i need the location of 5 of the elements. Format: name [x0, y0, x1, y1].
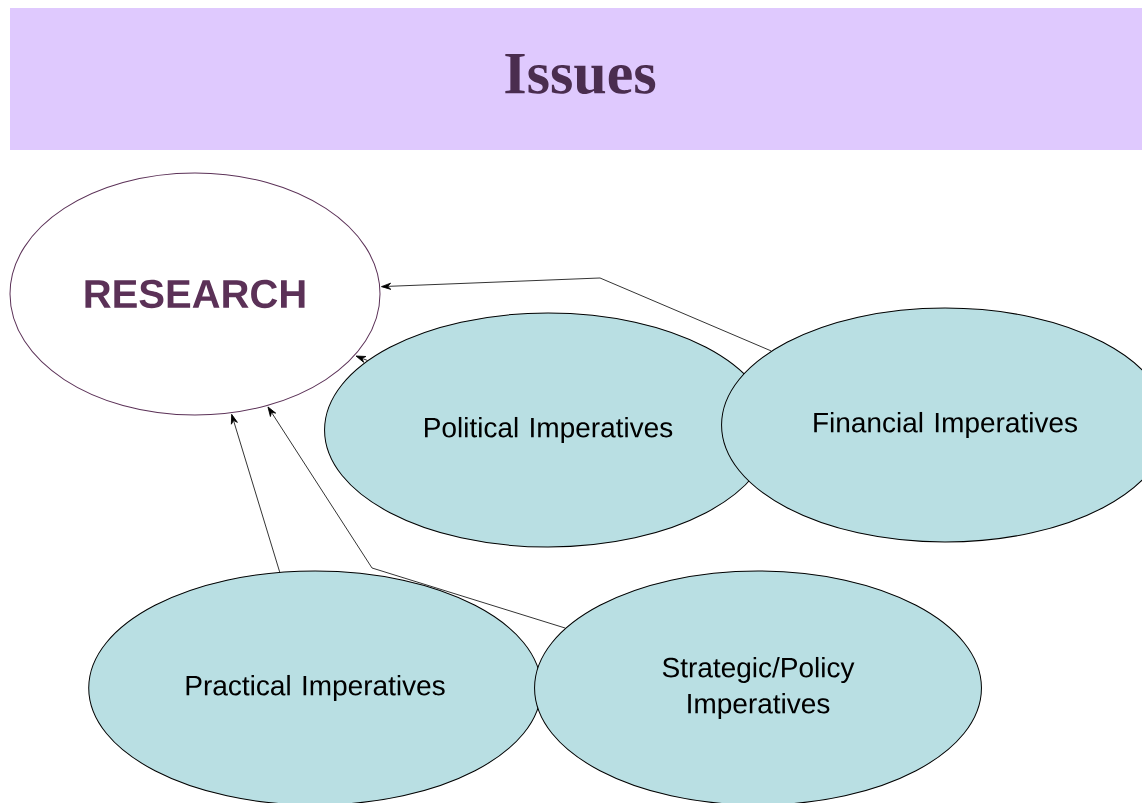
arrow: [355, 355, 368, 363]
arrow: [267, 406, 566, 629]
title-banner: Issues: [10, 8, 1142, 150]
arrow: [381, 277, 772, 352]
arrow: [231, 413, 281, 573]
